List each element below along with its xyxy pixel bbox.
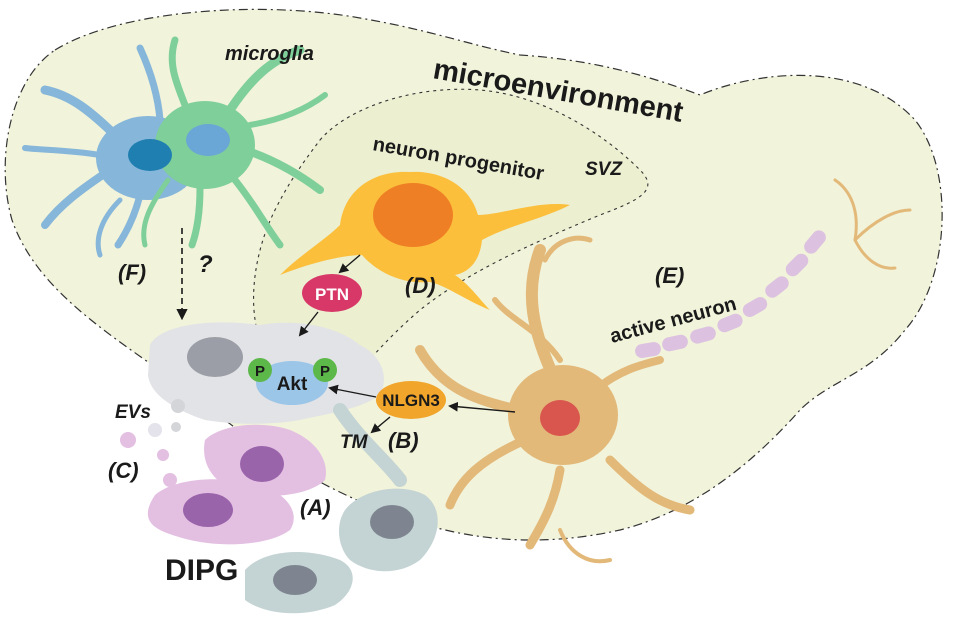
label-panel-d: (D) bbox=[405, 273, 436, 298]
label-ptn: PTN bbox=[315, 285, 349, 304]
label-panel-f: (F) bbox=[118, 260, 146, 285]
microglia-green-nucleus bbox=[186, 124, 230, 156]
label-microglia: microglia bbox=[225, 43, 314, 65]
label-p-right: P bbox=[320, 363, 330, 380]
dipg-purple-nucleus-1 bbox=[240, 446, 284, 482]
label-panel-c: (C) bbox=[108, 458, 139, 483]
dipg-main-nucleus bbox=[187, 337, 243, 377]
nlgn3-protein bbox=[376, 381, 446, 419]
label-question: ? bbox=[198, 251, 213, 278]
dipg-teal-nucleus-2 bbox=[273, 565, 317, 595]
phospho-left bbox=[248, 358, 272, 382]
label-dipg: DIPG bbox=[165, 554, 238, 587]
label-evs: EVs bbox=[115, 402, 151, 423]
tumor-microtube bbox=[333, 403, 407, 487]
label-tm: TM bbox=[340, 432, 369, 453]
myelin-sheath bbox=[635, 230, 826, 359]
ptn-protein bbox=[302, 274, 362, 312]
label-panel-e: (E) bbox=[655, 263, 684, 288]
arrow-ptn-to-akt bbox=[298, 311, 319, 337]
label-svz: SVZ bbox=[585, 159, 623, 180]
neuron-progenitor-cell bbox=[280, 171, 570, 310]
label-akt: Akt bbox=[277, 374, 308, 395]
active-neuron-nucleus bbox=[540, 400, 580, 436]
label-nlgn3: NLGN3 bbox=[382, 391, 440, 410]
phospho-right bbox=[313, 358, 337, 382]
dipg-teal-nucleus-1 bbox=[370, 505, 414, 539]
arrow-nlgn3-to-tm bbox=[370, 416, 391, 434]
arrow-progenitor-to-ptn bbox=[338, 254, 361, 274]
arrow-neuron-to-nlgn3 bbox=[448, 401, 516, 413]
extracellular-vesicles bbox=[120, 399, 185, 487]
arrow-nlgn3-to-akt bbox=[328, 384, 377, 398]
label-panel-b: (B) bbox=[388, 428, 419, 453]
label-panel-a: (A) bbox=[300, 495, 331, 520]
akt-protein bbox=[256, 361, 328, 405]
dipg-purple-nucleus-2 bbox=[183, 493, 233, 527]
label-p-left: P bbox=[255, 363, 265, 380]
microglia-blue-nucleus bbox=[128, 139, 172, 171]
